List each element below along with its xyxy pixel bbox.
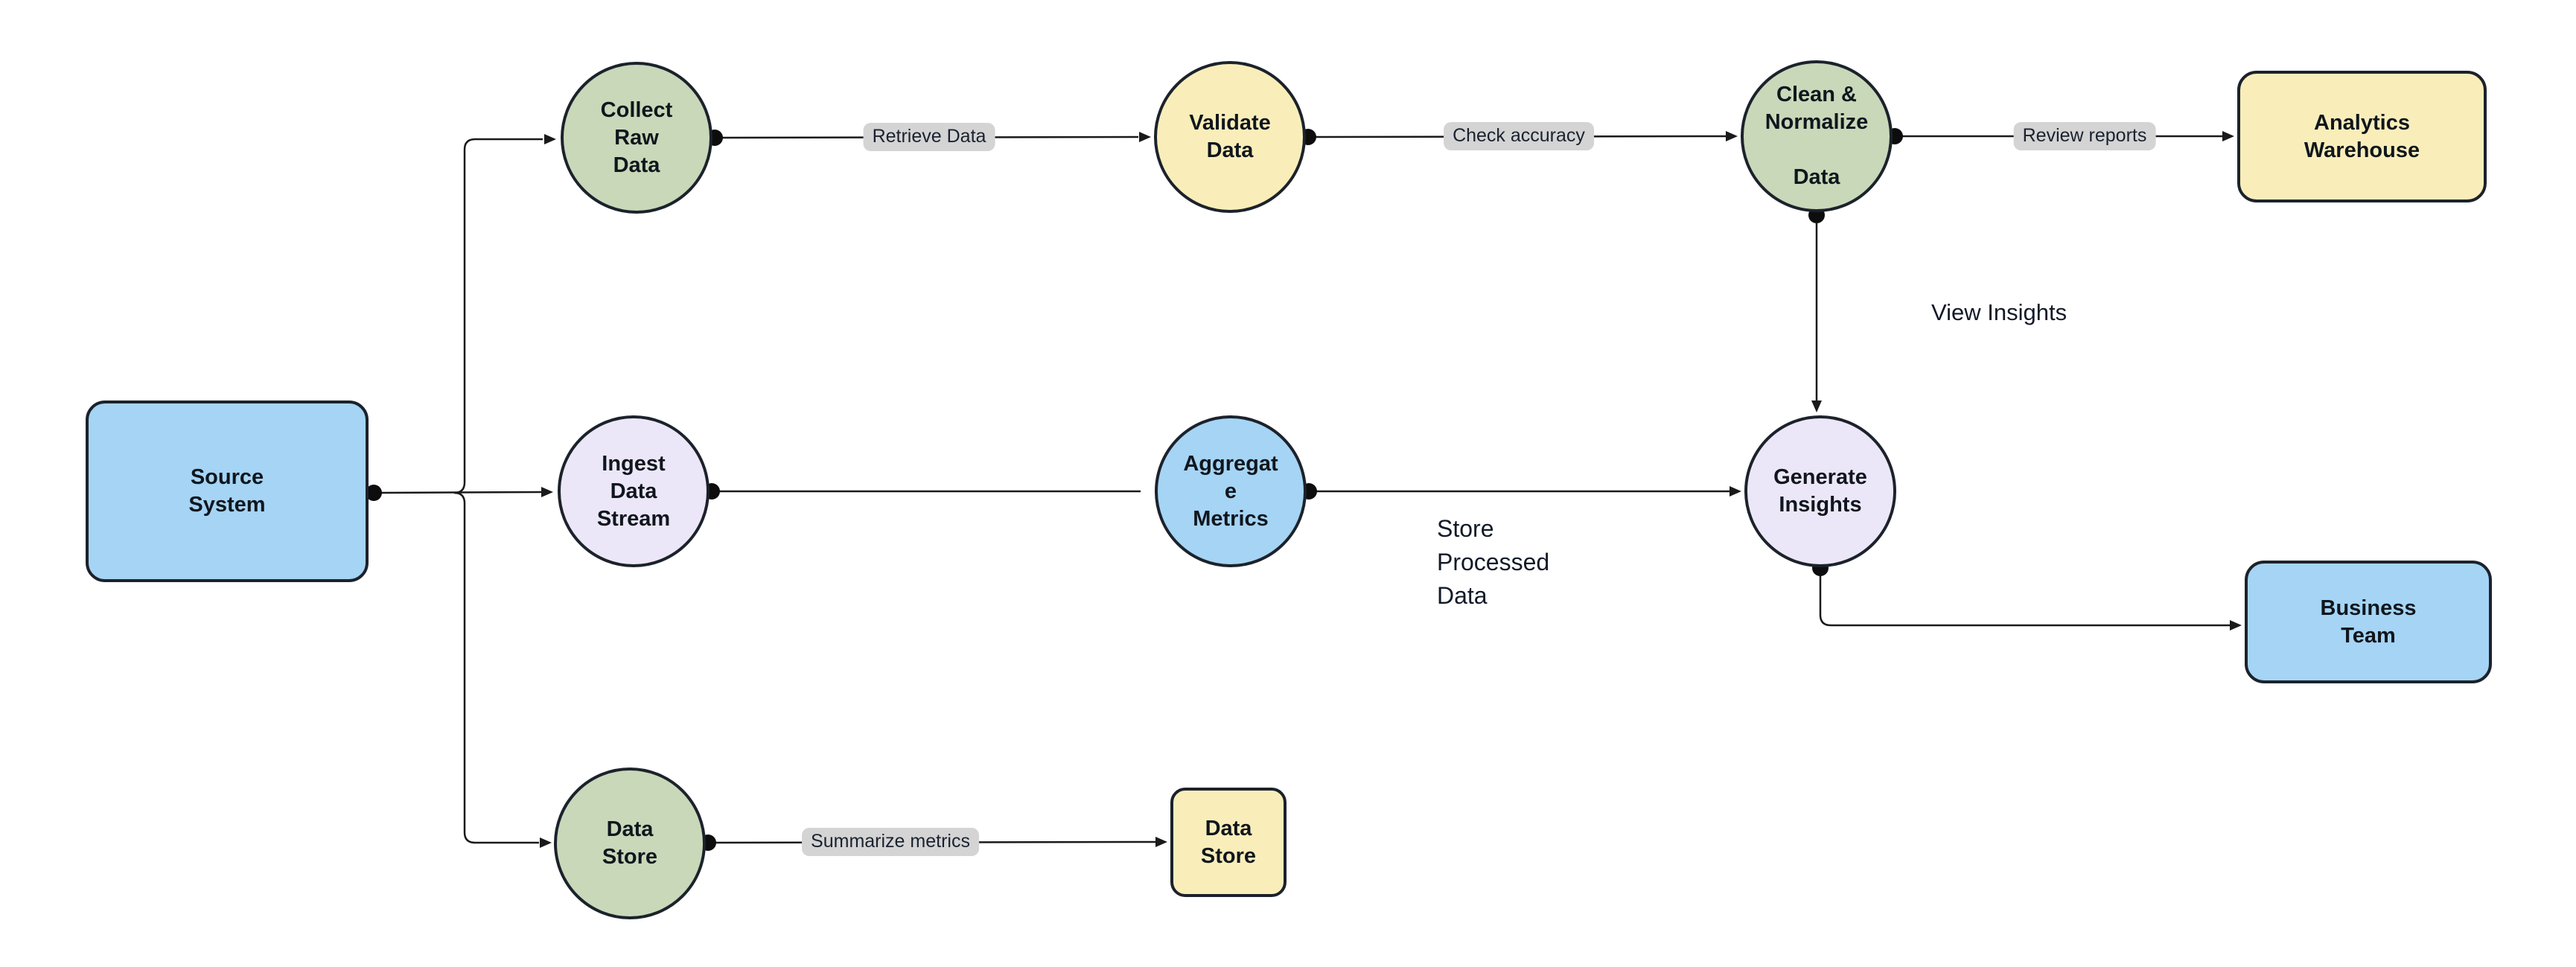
edge-label-review-reports: Review reports bbox=[2013, 122, 2156, 150]
arrowhead bbox=[1729, 486, 1741, 497]
arrowhead bbox=[1726, 131, 1738, 141]
edge-label-check-accuracy: Check accuracy bbox=[1444, 122, 1594, 150]
arrowhead bbox=[541, 487, 553, 497]
arrowhead bbox=[1155, 837, 1167, 847]
edge-generate-to-business bbox=[1819, 573, 2231, 627]
node-aggregate-metrics: Aggregat e Metrics bbox=[1155, 415, 1307, 567]
arrowhead bbox=[544, 134, 556, 144]
node-data-store: Data Store bbox=[1170, 788, 1287, 897]
node-generate-insights: Generate Insights bbox=[1744, 415, 1896, 567]
edge-label-store-processed-data: Store Processed Data bbox=[1437, 515, 1550, 609]
connector-dot bbox=[366, 485, 382, 501]
arrowhead bbox=[2222, 131, 2234, 141]
edge-label-summarize-metrics: Summarize metrics bbox=[802, 828, 979, 856]
edge-label-view-insights: View Insights bbox=[1931, 299, 2068, 325]
node-collect-raw-data: Collect Raw Data bbox=[561, 62, 712, 214]
node-ingest-data-stream: Ingest Data Stream bbox=[558, 415, 710, 567]
arrowhead bbox=[1811, 400, 1822, 412]
edge-source-to-collect bbox=[453, 138, 543, 494]
node-data-store-process: Data Store bbox=[554, 767, 706, 919]
edge-source-to-data-store-process bbox=[453, 491, 539, 844]
arrowhead bbox=[2230, 620, 2242, 631]
arrowhead bbox=[540, 837, 552, 848]
node-source-system: Source System bbox=[86, 400, 369, 582]
arrowhead bbox=[1139, 132, 1151, 142]
node-analytics-warehouse: Analytics Warehouse bbox=[2237, 71, 2487, 202]
node-clean-normalize-data: Clean & Normalize Data bbox=[1741, 60, 1893, 212]
node-validate-data: Validate Data bbox=[1154, 61, 1306, 213]
edge-label-retrieve-data: Retrieve Data bbox=[863, 123, 995, 151]
node-business-team: Business Team bbox=[2245, 561, 2492, 683]
